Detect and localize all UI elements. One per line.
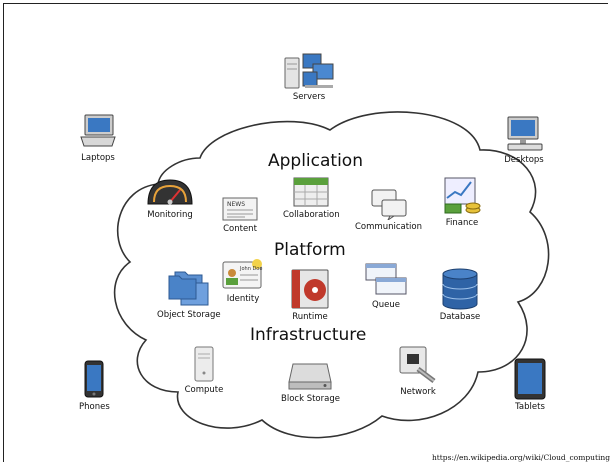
- database-icon: [442, 268, 478, 310]
- item-finance: Finance: [441, 176, 483, 228]
- laptops-label: Laptops: [81, 153, 115, 163]
- compute-label: Compute: [184, 385, 224, 395]
- item-desktops: Desktops: [502, 115, 546, 165]
- item-runtime: Runtime: [290, 268, 330, 322]
- compute-tower-icon: [194, 346, 214, 382]
- finance-chart-icon: [444, 177, 481, 214]
- slide-frame: [3, 3, 608, 462]
- runtime-label: Runtime: [292, 312, 328, 322]
- item-content: NEWS Content: [221, 196, 259, 234]
- laptop-icon: [80, 114, 116, 147]
- item-block-storage: Block Storage: [281, 360, 340, 404]
- item-laptops: Laptops: [78, 113, 118, 163]
- communication-label: Communication: [355, 222, 422, 232]
- servers-label: Servers: [292, 92, 326, 102]
- content-label: Content: [223, 224, 257, 234]
- monitoring-label: Monitoring: [147, 210, 193, 220]
- item-phones: Phones: [79, 360, 110, 412]
- tablets-label: Tablets: [515, 402, 545, 412]
- item-monitoring: Monitoring: [146, 176, 194, 220]
- desktops-label: Desktops: [504, 155, 544, 165]
- heading-infrastructure: Infrastructure: [250, 325, 367, 345]
- item-network: Network: [396, 345, 440, 397]
- newspaper-icon: NEWS: [222, 197, 258, 221]
- database-label: Database: [439, 312, 481, 322]
- phones-label: Phones: [79, 402, 110, 412]
- gauge-icon: [147, 179, 193, 205]
- chat-bubbles-icon: [371, 189, 406, 220]
- item-collaboration: Collaboration: [283, 174, 340, 220]
- item-tablets: Tablets: [513, 358, 547, 412]
- phone-icon: [84, 360, 104, 398]
- id-card-icon-text: John Doe: [239, 266, 262, 272]
- heading-application: Application: [268, 151, 363, 171]
- collaboration-label: Collaboration: [283, 210, 340, 220]
- runtime-disc-icon: [291, 269, 329, 309]
- item-queue: Queue: [364, 262, 408, 310]
- newspaper-icon-text: NEWS: [227, 201, 245, 208]
- block-storage-label: Block Storage: [281, 394, 340, 404]
- servers-icon: [284, 53, 334, 89]
- finance-label: Finance: [445, 218, 479, 228]
- item-identity: John Doe Identity: [221, 258, 265, 304]
- id-card-icon: John Doe: [222, 259, 262, 289]
- identity-label: Identity: [226, 294, 260, 304]
- item-servers: Servers: [283, 52, 335, 102]
- heading-platform: Platform: [274, 240, 346, 260]
- object-storage-label: Object Storage: [157, 310, 221, 320]
- tablet-icon: [514, 358, 546, 400]
- queue-windows-icon: [365, 263, 407, 295]
- queue-label: Queue: [372, 300, 400, 310]
- item-communication: Communication: [355, 188, 422, 232]
- calendar-icon: [293, 177, 329, 207]
- item-object-storage: Object Storage: [157, 270, 221, 320]
- network-label: Network: [400, 387, 436, 397]
- network-jack-icon: [399, 346, 436, 383]
- desktop-icon: [507, 116, 543, 151]
- item-compute: Compute: [184, 345, 224, 395]
- hard-drive-icon: [288, 363, 333, 390]
- source-citation: https://en.wikipedia.org/wiki/Cloud_comp…: [431, 453, 610, 462]
- folder-icon: [168, 271, 209, 306]
- item-database: Database: [439, 268, 481, 322]
